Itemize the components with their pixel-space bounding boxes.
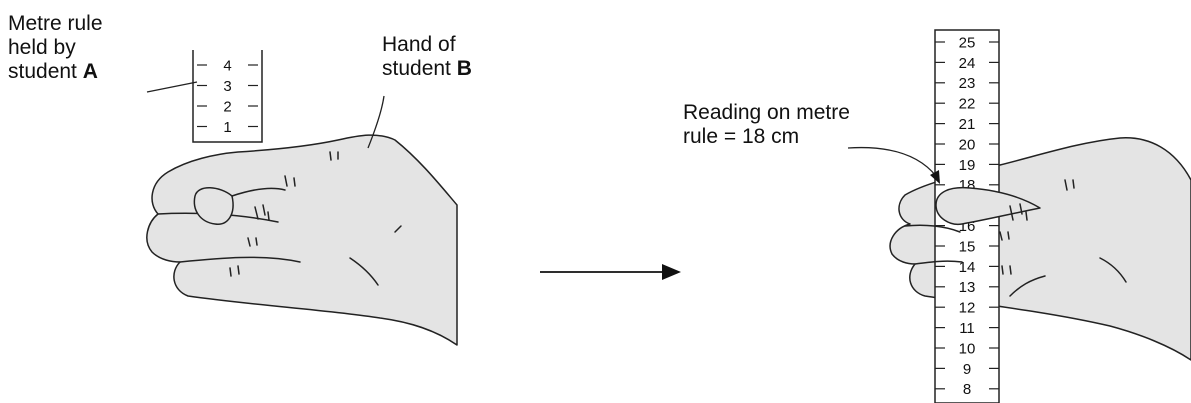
label-rule-a-line1: Metre rule: [8, 12, 103, 35]
label-student-b: B: [456, 57, 472, 80]
rule-after-mark-label: 9: [963, 361, 971, 378]
rule-before-mark-label: 3: [223, 78, 231, 95]
rule-after-mark-label: 15: [959, 238, 976, 255]
leader-hand-b: [367, 95, 385, 149]
transition-arrow: [540, 264, 681, 280]
rule-after-mark-label: 10: [959, 340, 976, 357]
rule-after-mark-label: 20: [959, 136, 976, 153]
rule-after-mark-label: 12: [959, 300, 976, 317]
label-hand-b-line1: Hand of: [382, 33, 456, 56]
label-rule-a-line3: student A: [8, 60, 103, 84]
label-reading: Reading on metre rule = 18 cm: [683, 101, 850, 149]
rule-after-mark-label: 11: [959, 320, 975, 337]
label-student-a: A: [82, 60, 98, 83]
rule-after-mark-label: 13: [959, 279, 976, 296]
hand-student-b: [146, 134, 458, 346]
rule-after-mark-label: 24: [959, 55, 976, 72]
label-reading-line1: Reading on metre: [683, 101, 850, 124]
rule-after-mark-label: 8: [963, 381, 971, 398]
rule-before-mark-label: 2: [223, 98, 231, 115]
rule-before-mark-label: 4: [223, 57, 231, 74]
rule-after-mark-label: 22: [959, 96, 976, 113]
label-metre-rule-a: Metre rule held by student A: [8, 12, 103, 84]
rule-before-marks: 4 3 2 1: [197, 57, 258, 136]
thumb-over-rule: [904, 179, 1127, 297]
label-rule-a-line2: held by: [8, 36, 76, 59]
leader-rule-a: [146, 81, 198, 93]
rule-after-mark-label: 21: [959, 116, 976, 133]
label-hand-b-line2-prefix: student: [382, 57, 457, 80]
label-hand-b-line2: student B: [382, 57, 472, 81]
rule-after-mark-label: 25: [959, 34, 976, 51]
label-rule-a-line3-prefix: student: [8, 60, 83, 83]
label-hand-student-b: Hand of student B: [382, 33, 472, 81]
label-reading-line2: rule = 18 cm: [683, 125, 800, 148]
reading-leader: [847, 146, 940, 184]
metre-rule-before: 4 3 2 1: [192, 50, 263, 143]
rule-before-mark-label: 1: [223, 119, 231, 136]
rule-after-mark-label: 14: [959, 259, 976, 276]
rule-after-mark-label: 23: [959, 75, 976, 92]
rule-after-mark-label: 19: [959, 157, 976, 174]
